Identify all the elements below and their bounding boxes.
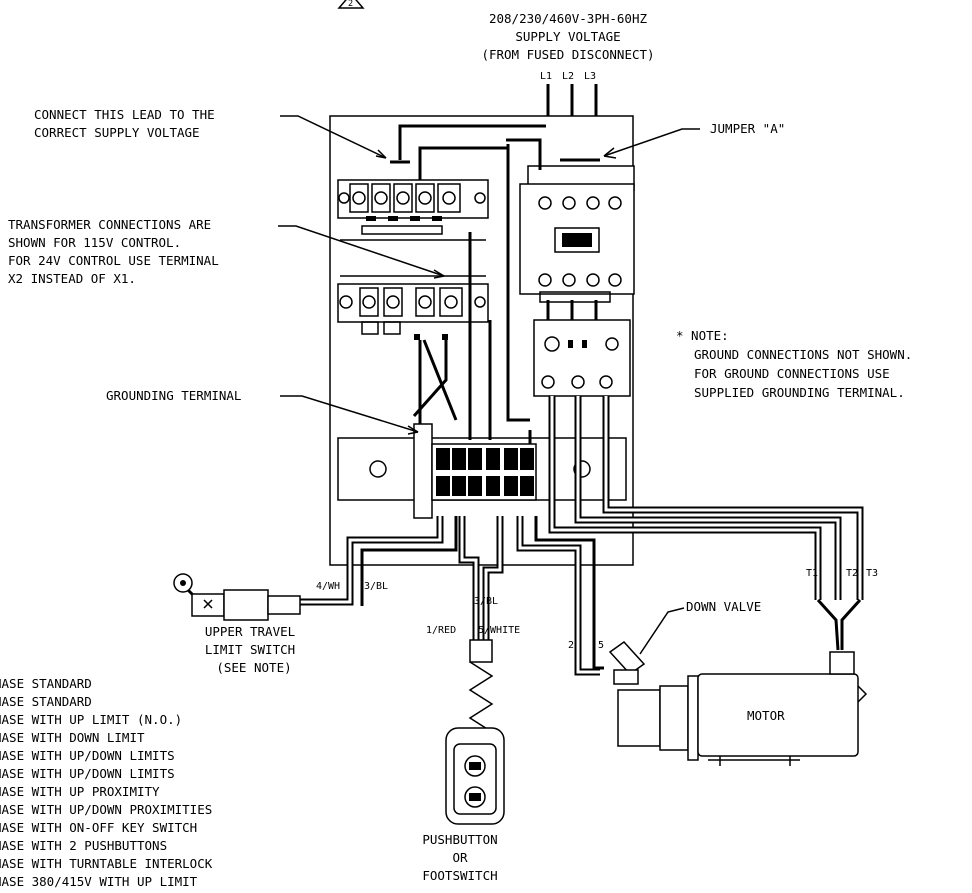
options-list-item: HASE STANDARD <box>0 676 92 691</box>
options-list-item: HASE WITH 2 PUSHBUTTONS <box>0 838 167 853</box>
supply-voltage-label: 208/230/460V-3PH-60HZ SUPPLY VOLTAGE (FR… <box>481 11 654 82</box>
options-list-item: HASE WITH TURNTABLE INTERLOCK <box>0 856 213 871</box>
down-valve-label: DOWN VALVE <box>686 599 761 614</box>
transformer-secondary-terminals <box>337 283 489 340</box>
wire-label-t1: T1 <box>806 568 818 579</box>
options-list-item: HASE STANDARD <box>0 694 92 709</box>
transformer-note-line3: FOR 24V CONTROL USE TERMINAL <box>8 253 219 268</box>
options-list-item: HASE WITH UP/DOWN LIMITS <box>0 766 175 781</box>
options-list-item: HASE WITH UP/DOWN PROXIMITIES <box>0 802 212 817</box>
connect-lead-line2: CORRECT SUPPLY VOLTAGE <box>34 125 200 140</box>
limit-switch-label: UPPER TRAVEL LIMIT SWITCH (SEE NOTE) <box>205 624 295 675</box>
grounding-terminal-label: GROUNDING TERMINAL <box>106 388 241 403</box>
wire-label-3-bl-left: 3/BL <box>364 581 388 592</box>
pushbutton-station <box>445 639 505 825</box>
jumper-a-label: JUMPER "A" <box>710 121 785 136</box>
magnetic-contactor <box>519 165 635 303</box>
options-list-item: HASE WITH UP LIMIT (N.O.) <box>0 712 182 727</box>
transformer-note-line4: X2 INSTEAD OF X1. <box>8 271 136 286</box>
internal-wiring <box>390 124 600 444</box>
phase-l3-label: L3 <box>584 71 596 82</box>
ground-note-line2: FOR GROUND CONNECTIONS USE <box>694 366 890 381</box>
wire-label-2: 2 <box>568 640 574 651</box>
transformer-core <box>340 225 486 277</box>
wire-labels: 4/WH 3/BL 3/BL 1/RED 5/WHITE 2 5 T1 T2 T… <box>316 568 878 651</box>
leader-lines <box>278 115 700 435</box>
ground-note: * NOTE: GROUND CONNECTIONS NOT SHOWN. FO… <box>676 328 912 400</box>
wire-label-t2: T2 <box>846 568 858 579</box>
options-list-item: HASE 380/415V WITH UP LIMIT <box>0 874 198 888</box>
limit-switch-line1: UPPER TRAVEL <box>205 624 295 639</box>
supply-voltage-line1: 208/230/460V-3PH-60HZ <box>489 11 648 26</box>
wire-label-t3: T3 <box>866 568 878 579</box>
upper-travel-limit-switch <box>173 573 301 621</box>
callout-transformer: TRANSFORMER CONNECTIONS ARE SHOWN FOR 11… <box>8 217 219 286</box>
limit-switch-line2: LIMIT SWITCH <box>205 642 295 657</box>
pushbutton-label: PUSHBUTTON OR FOOTSWITCH <box>422 832 497 883</box>
down-valve <box>608 607 685 685</box>
supply-voltage-line2: SUPPLY VOLTAGE <box>515 29 620 44</box>
ground-note-line3: SUPPLIED GROUNDING TERMINAL. <box>694 385 905 400</box>
terminal-strip <box>413 423 537 519</box>
valve-cable <box>516 516 604 676</box>
limit-switch-cable <box>300 516 458 606</box>
ground-note-line1: GROUND CONNECTIONS NOT SHOWN. <box>694 347 912 362</box>
options-list-item: HASE WITH ON-OFF KEY SWITCH <box>0 820 197 835</box>
transformer-note-line1: TRANSFORMER CONNECTIONS ARE <box>8 217 211 232</box>
pushbutton-line2: OR <box>452 850 468 865</box>
wire-label-4-wh: 4/WH <box>316 581 340 592</box>
wire-label-5-white: 5/WHITE <box>478 625 520 636</box>
pushbutton-line1: PUSHBUTTON <box>422 832 497 847</box>
motor-leads <box>548 396 864 651</box>
options-list-item: HASE WITH UP PROXIMITY <box>0 784 160 799</box>
connect-lead-line1: CONNECT THIS LEAD TO THE <box>34 107 215 122</box>
ground-note-title: * NOTE: <box>676 328 729 343</box>
wire-label-5: 5 <box>598 640 604 651</box>
overload-relay <box>533 319 631 397</box>
callout-connect-lead: CONNECT THIS LEAD TO THE CORRECT SUPPLY … <box>34 107 215 140</box>
phase-l1-label: L1 <box>540 71 552 82</box>
limit-switch-line3: (SEE NOTE) <box>216 660 291 675</box>
options-list-item: HASE WITH DOWN LIMIT <box>0 730 145 745</box>
pushbutton-cable <box>458 516 504 640</box>
wire-label-3-bl-center: 3/BL <box>474 596 498 607</box>
pushbutton-line3: FOOTSWITCH <box>422 868 497 883</box>
revision-triangle: 2 <box>337 0 365 9</box>
motor-label: MOTOR <box>747 708 785 723</box>
transformer-note-line2: SHOWN FOR 115V CONTROL. <box>8 235 181 250</box>
phase-l2-label: L2 <box>562 71 574 82</box>
supply-voltage-line3: (FROM FUSED DISCONNECT) <box>481 47 654 62</box>
revision-number: 2 <box>348 0 353 9</box>
options-list: HASE STANDARD HASE STANDARD HASE WITH UP… <box>0 676 213 889</box>
transformer-primary-terminals <box>337 179 489 221</box>
wire-label-1-red: 1/RED <box>426 625 456 636</box>
pump-motor <box>617 651 868 766</box>
options-list-item: HASE WITH UP/DOWN LIMITS <box>0 748 175 763</box>
